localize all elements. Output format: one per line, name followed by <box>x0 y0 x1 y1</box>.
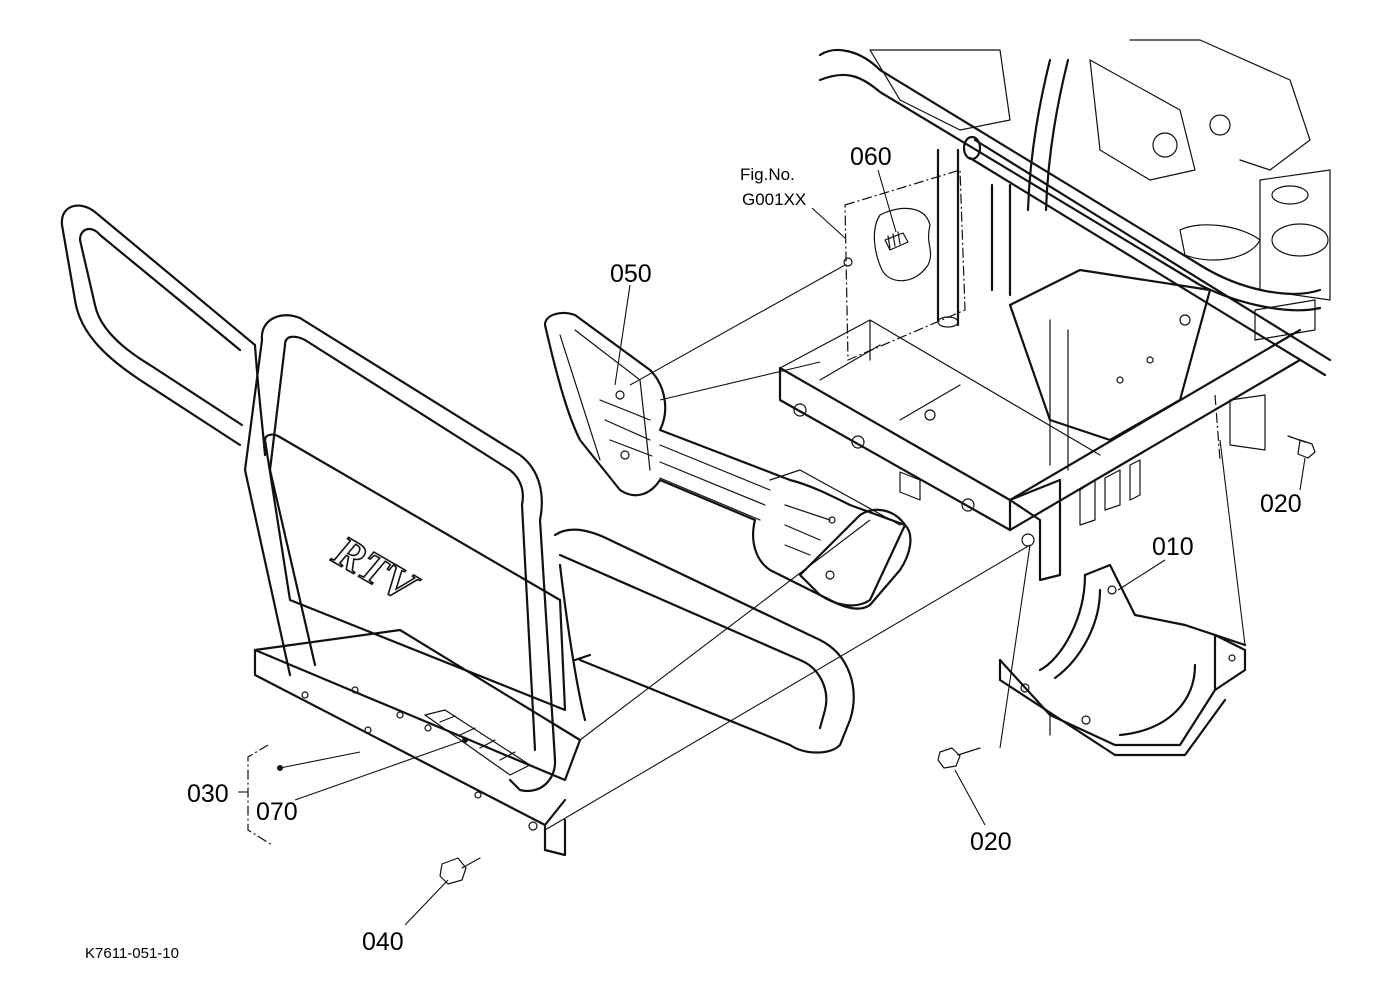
callout-020-lower: 020 <box>970 828 1012 856</box>
callout-040: 040 <box>362 928 404 956</box>
callout-050: 050 <box>610 260 652 288</box>
drawing-code: K7611-051-10 <box>85 945 179 962</box>
skid-plate <box>998 563 1247 757</box>
bolt-020-right <box>1287 435 1316 459</box>
leader-dot-070 <box>462 737 468 743</box>
figure-ref-code: G001XX <box>742 190 806 209</box>
vehicle-frame <box>778 39 1332 582</box>
rtv-logo-text: RTV <box>324 526 427 614</box>
bolt-060 <box>884 231 909 251</box>
leader-lines <box>238 169 1306 926</box>
callout-010: 010 <box>1152 533 1194 561</box>
callout-060: 060 <box>850 143 892 171</box>
bolt-020-lower <box>937 747 981 769</box>
mounting-plate <box>843 169 966 361</box>
leader-dot-030 <box>277 765 283 771</box>
callout-070: 070 <box>256 798 298 826</box>
grille-guard <box>543 311 912 610</box>
callout-020-right: 020 <box>1260 490 1302 518</box>
front-bumper-guard: RTV <box>60 204 855 857</box>
decal-070 <box>424 709 531 776</box>
figure-ref-label: Fig.No. <box>740 165 795 184</box>
bolt-040 <box>439 857 481 885</box>
callout-030: 030 <box>187 780 229 808</box>
